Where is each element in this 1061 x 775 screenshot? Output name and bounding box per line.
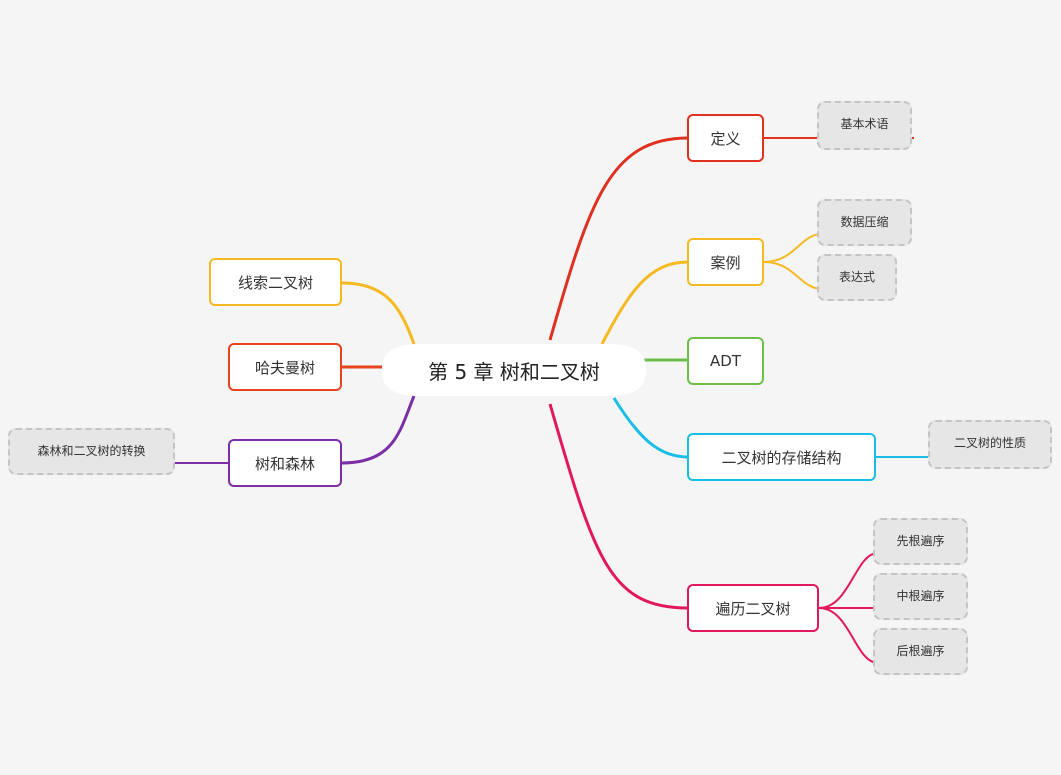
root-shape <box>382 344 646 396</box>
node-definition[interactable]: 定义 <box>687 114 764 162</box>
node-label: ADT <box>710 352 741 370</box>
leaf-label: 基本术语 <box>840 117 889 131</box>
connector-forest <box>341 395 416 465</box>
leaf-inorder[interactable]: 中根遍序 <box>873 573 968 620</box>
leaf-data-compression[interactable]: 数据压缩 <box>817 199 912 246</box>
connector-traversal <box>548 403 689 610</box>
connector-threaded <box>341 281 416 345</box>
leaf-label: 后根遍序 <box>896 644 945 658</box>
node-tree-and-forest[interactable]: 树和森林 <box>228 439 342 487</box>
leaf-label: 二叉树的性质 <box>953 436 1026 450</box>
leaf-preorder[interactable]: 先根遍序 <box>873 518 968 565</box>
leaf-label: 数据压缩 <box>840 215 889 229</box>
connector-storage <box>612 397 689 459</box>
node-label: 案例 <box>710 253 741 272</box>
node-label: 定义 <box>710 129 741 148</box>
node-threaded-tree[interactable]: 线索二叉树 <box>209 258 342 306</box>
leaf-label: 森林和二叉树的转换 <box>37 444 146 458</box>
node-traversal[interactable]: 遍历二叉树 <box>687 584 819 632</box>
leaf-label: 中根遍序 <box>896 589 945 603</box>
leaf-basic-terms[interactable]: 基本术语 <box>817 101 912 150</box>
node-label: 线索二叉树 <box>237 273 313 292</box>
leaf-expression[interactable]: 表达式 <box>817 254 897 301</box>
node-adt[interactable]: ADT <box>687 337 764 385</box>
root-node[interactable]: 第 5 章 树和二叉树 <box>382 332 646 408</box>
node-label: 树和森林 <box>254 454 315 473</box>
leaf-label: 表达式 <box>838 270 875 284</box>
root-title: 第 5 章 树和二叉树 <box>428 359 600 384</box>
node-label: 哈夫曼树 <box>254 358 315 377</box>
leaf-binary-tree-properties[interactable]: 二叉树的性质 <box>928 420 1052 469</box>
node-label: 二叉树的存储结构 <box>721 448 842 467</box>
node-cases[interactable]: 案例 <box>687 238 764 286</box>
node-label: 遍历二叉树 <box>715 599 791 618</box>
node-huffman-tree[interactable]: 哈夫曼树 <box>228 343 342 391</box>
connector-cases <box>600 260 689 345</box>
node-storage-structure[interactable]: 二叉树的存储结构 <box>687 433 876 481</box>
leaf-label: 先根遍序 <box>896 534 945 548</box>
leaf-postorder[interactable]: 后根遍序 <box>873 628 968 675</box>
connector-definition <box>548 136 689 341</box>
leaf-forest-conversion[interactable]: 森林和二叉树的转换 <box>8 428 175 475</box>
